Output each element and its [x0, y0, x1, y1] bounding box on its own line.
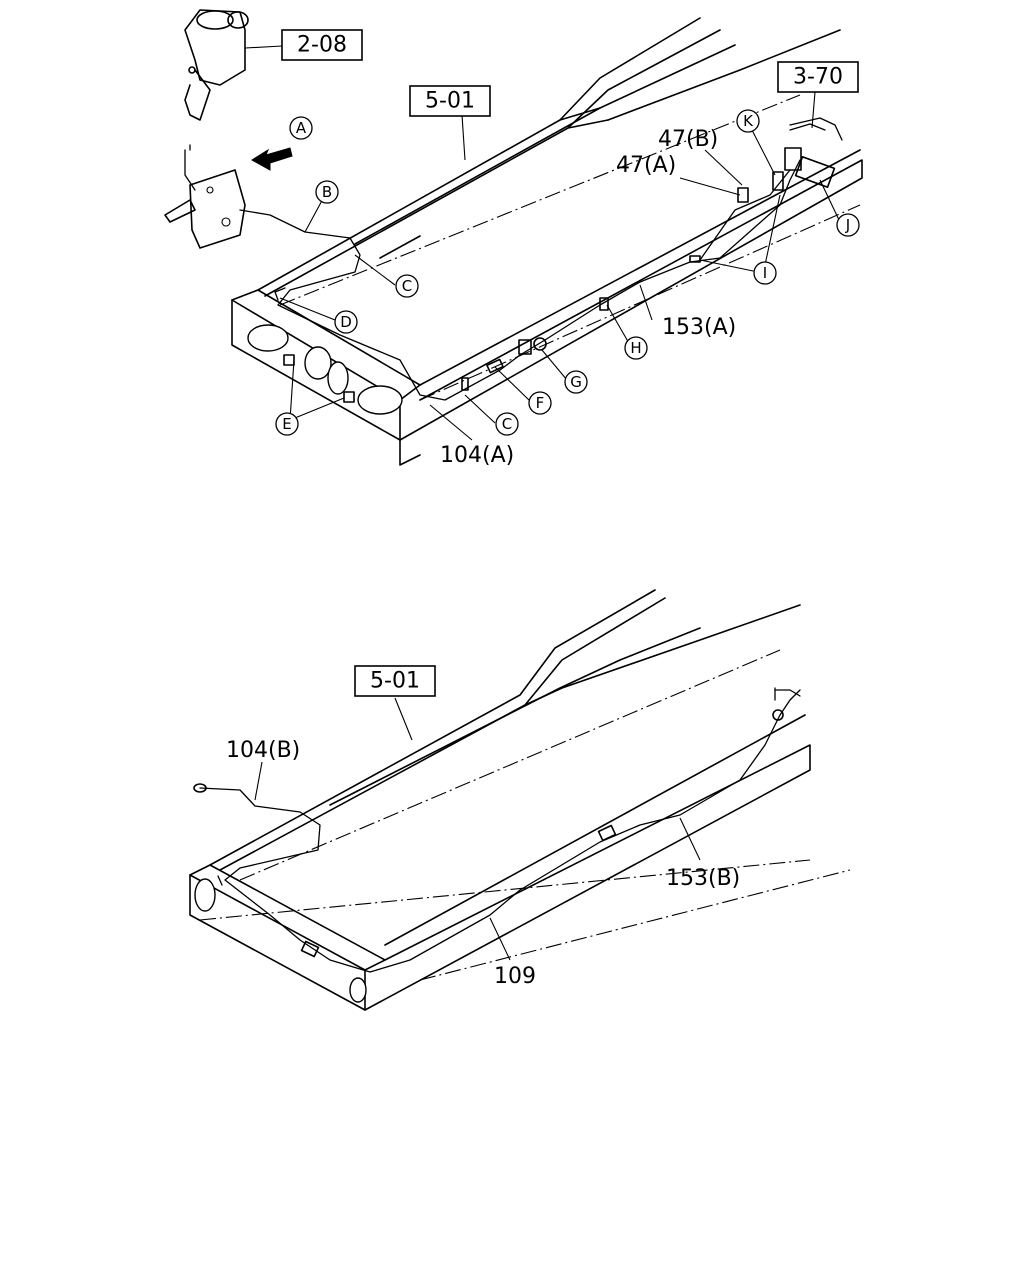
callout-d: D [334, 310, 358, 334]
callout-e-label: E [282, 415, 291, 433]
ref-box-5-01-top: 5-01 [409, 85, 491, 117]
ref-box-2-08-label: 2-08 [297, 33, 347, 58]
ref-box-3-70-label: 3-70 [793, 65, 843, 90]
ref-box-5-01-bottom-label: 5-01 [370, 669, 420, 694]
callout-i: I [753, 261, 777, 285]
part-label-153b: 153(B) [666, 866, 740, 891]
callout-c-lower: C [495, 412, 519, 436]
callout-a: A [289, 116, 313, 140]
ref-box-5-01-bottom: 5-01 [354, 665, 436, 697]
reservoir [184, 9, 249, 121]
master-cylinder-bracket [164, 144, 246, 249]
callout-c-upper-label: C [402, 277, 412, 295]
callout-k: K [736, 109, 760, 133]
callout-g: G [564, 370, 588, 394]
part-label-109: 109 [494, 964, 536, 989]
part-label-153a: 153(A) [662, 315, 736, 340]
direction-arrow [251, 147, 293, 171]
part-label-47a: 47(A) [616, 153, 676, 178]
ref-box-5-01-top-label: 5-01 [425, 89, 475, 114]
callout-d-label: D [340, 313, 352, 331]
part-label-47b: 47(B) [658, 127, 718, 152]
callout-e: E [275, 412, 299, 436]
top-leaders [244, 45, 841, 441]
ref-box-2-08: 2-08 [281, 29, 363, 61]
top-frame [231, 17, 863, 466]
top-pipes [239, 117, 843, 403]
callout-b: B [315, 180, 339, 204]
part-label-104a: 104(A) [440, 443, 514, 468]
bottom-leaders [254, 697, 701, 961]
callout-f: F [528, 391, 552, 415]
bottom-pipes [193, 687, 801, 973]
part-label-104b: 104(B) [226, 738, 300, 763]
callout-h: H [624, 336, 648, 360]
callout-c-upper: C [395, 274, 419, 298]
callout-k-label: K [743, 112, 754, 130]
callout-g-label: G [570, 373, 582, 391]
callout-b-label: B [322, 183, 332, 201]
bottom-frame [189, 589, 851, 1011]
callout-f-label: F [536, 394, 545, 412]
ref-box-3-70: 3-70 [777, 61, 859, 93]
callout-i-label: I [763, 264, 767, 282]
callout-c-lower-label: C [502, 415, 512, 433]
callout-j: J [836, 213, 860, 237]
callout-j-label: J [845, 216, 850, 234]
callout-a-label: A [296, 119, 307, 137]
callout-h-label: H [630, 339, 641, 357]
